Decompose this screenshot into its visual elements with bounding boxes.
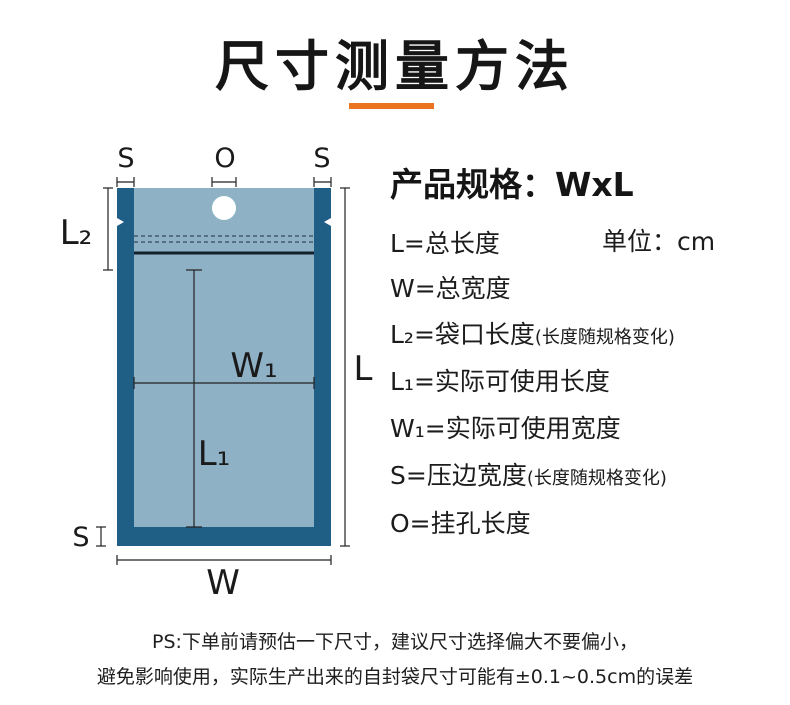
label-o: O [214, 143, 235, 174]
notch-left [117, 218, 124, 226]
definition-main: L₁=实际可使用长度 [390, 367, 610, 396]
label-l2: L₂ [60, 213, 93, 253]
label-l1: L₁ [198, 434, 231, 474]
definition-main: W₁=实际可使用宽度 [390, 414, 621, 443]
ps-note-line-1: PS:下单前请预估一下尺寸，建议尺寸选择偏大不要偏小， [152, 631, 638, 653]
label-w1: W₁ [230, 346, 277, 386]
title-underline [349, 103, 434, 109]
notch-right [324, 218, 331, 226]
definition-l1: L₁=实际可使用长度 [390, 362, 610, 398]
definition-l: L=总长度 [390, 224, 500, 260]
label-l: L [354, 349, 373, 389]
page-title: 尺寸测量方法 [215, 35, 575, 98]
bag-inner [134, 188, 314, 527]
definition-note: (长度随规格变化) [526, 468, 667, 489]
unit-label: 单位：cm [602, 227, 716, 256]
definition-main: O=挂孔长度 [390, 509, 531, 538]
definition-w: W=总宽度 [390, 269, 511, 305]
definition-l2: L₂=袋口长度(长度随规格变化) [390, 315, 675, 351]
definition-s: S=压边宽度(长度随规格变化) [390, 456, 667, 492]
spec-title: 产品规格：WxL [390, 165, 634, 204]
ps-note-line-2: 避免影响使用，实际生产出来的自封袋尺寸可能有±0.1~0.5cm的误差 [96, 666, 694, 688]
definition-main: S=压边宽度 [390, 461, 527, 490]
definition-main: W=总宽度 [390, 274, 511, 303]
label-s-bottom: S [72, 522, 89, 553]
definition-note: (长度随规格变化) [534, 327, 675, 348]
definition-o: O=挂孔长度 [390, 504, 531, 540]
hang-hole [212, 196, 236, 220]
definition-main: L₂=袋口长度 [390, 320, 535, 349]
definition-w1: W₁=实际可使用宽度 [390, 409, 621, 445]
label-s-top-left: S [117, 143, 134, 174]
label-s-top-right: S [313, 143, 330, 174]
label-w: W [206, 563, 240, 603]
definition-main: L=总长度 [390, 229, 500, 258]
